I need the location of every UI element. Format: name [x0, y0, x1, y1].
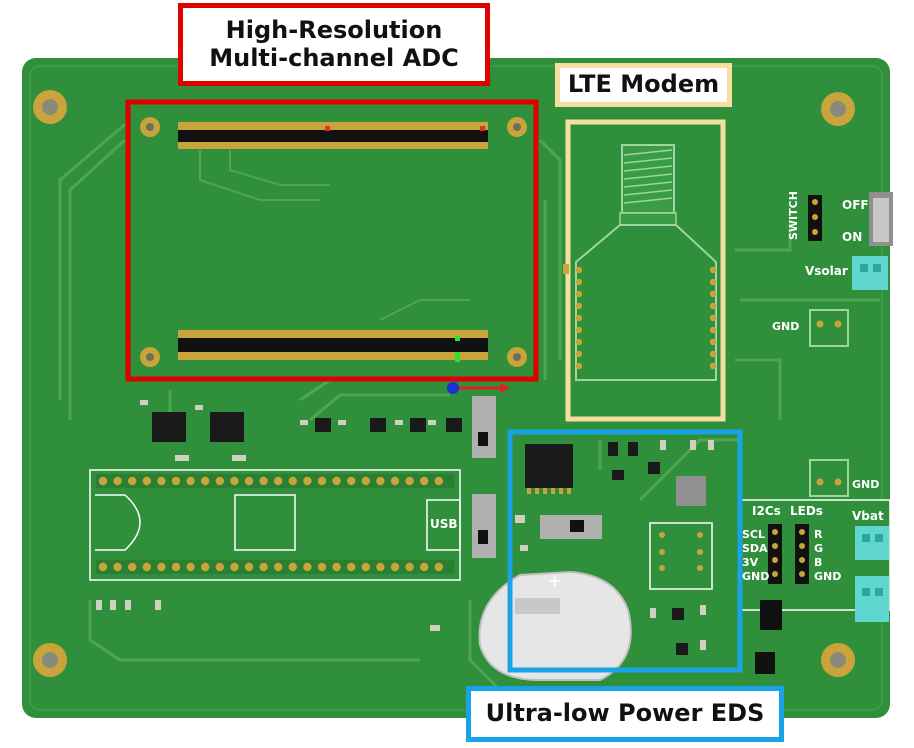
vbat-label: Vbat — [852, 509, 884, 523]
svg-text:R: R — [814, 528, 823, 541]
header-pin — [303, 562, 312, 572]
header-pin — [332, 562, 341, 572]
header-pin — [171, 562, 181, 572]
on-label: ON — [842, 230, 862, 244]
header-pin — [274, 476, 283, 486]
header-pin — [142, 476, 151, 486]
off-label: OFF — [842, 198, 869, 212]
smd-components — [96, 400, 462, 631]
header-pin — [215, 476, 224, 486]
header-pin — [230, 476, 239, 486]
header-pin — [405, 476, 414, 486]
usb-label: USB — [430, 517, 458, 531]
svg-text:G: G — [814, 542, 823, 555]
header-pin — [347, 562, 356, 572]
header-pin — [142, 562, 151, 572]
header-pin — [288, 562, 297, 572]
header-pin — [274, 562, 283, 572]
header-pin — [347, 476, 356, 486]
header-pin — [434, 562, 443, 572]
header-pin — [332, 476, 341, 486]
header-pin — [113, 562, 122, 572]
mcu-header: USB — [89, 469, 461, 581]
switch-label: SWITCH — [787, 191, 800, 240]
header-pin — [434, 476, 443, 486]
header-pin — [405, 562, 414, 572]
adc-header-top — [178, 122, 488, 149]
header-pin — [128, 562, 137, 572]
svg-text:GND: GND — [852, 478, 879, 491]
header-pin — [303, 476, 312, 486]
slide-switches — [472, 396, 602, 558]
header-pin — [317, 562, 327, 572]
header-pin — [361, 476, 370, 486]
adc-module — [125, 99, 539, 382]
header-pin — [317, 476, 327, 486]
eds-block — [507, 429, 743, 673]
eds-callout-text: Ultra-low Power EDS — [485, 699, 765, 728]
lte-modem — [563, 119, 726, 422]
header-pin — [259, 476, 268, 486]
lte-callout-text: LTE Modem — [567, 70, 720, 99]
i2cs-label: I2Cs — [752, 504, 781, 518]
origin-marker — [447, 382, 510, 394]
header-pin — [157, 562, 166, 572]
header-pin — [113, 476, 122, 486]
coin-cell-holder: + — [478, 570, 632, 681]
header-pin — [230, 562, 239, 572]
eds-frame — [507, 429, 743, 673]
header-pin — [390, 562, 400, 572]
adc-callout-line2: Multi-channel ADC — [209, 43, 459, 72]
lte-callout: LTE Modem — [555, 63, 732, 107]
header-pin — [201, 562, 210, 572]
header-pin — [98, 562, 108, 572]
leds-label: LEDs — [790, 504, 823, 518]
header-pin — [244, 476, 254, 486]
header-pin — [171, 476, 181, 486]
adc-callout: High-Resolution Multi-channel ADC — [178, 3, 490, 86]
header-pin — [420, 476, 429, 486]
header-pin — [186, 476, 195, 486]
pcb-traces — [58, 118, 880, 692]
svg-text:B: B — [814, 556, 822, 569]
svg-text:GND: GND — [814, 570, 841, 583]
vsolar-connector: Vsolar — [805, 256, 888, 290]
header-pin — [244, 562, 254, 572]
battery-plus: + — [548, 571, 561, 590]
adc-callout-line1: High-Resolution — [225, 15, 443, 44]
header-pin — [201, 476, 210, 486]
header-pin — [376, 562, 385, 572]
header-pin — [215, 562, 224, 572]
eds-callout: Ultra-low Power EDS — [466, 686, 784, 742]
header-pin — [420, 562, 429, 572]
header-pin — [98, 476, 108, 486]
header-pin — [390, 476, 400, 486]
gnd-connector-bottom: GND — [809, 459, 879, 497]
adc-header-bottom — [178, 330, 488, 362]
svg-text:SDA: SDA — [742, 542, 768, 555]
header-pin — [288, 476, 297, 486]
header-pin — [376, 476, 385, 486]
gnd-connector-top: GND — [772, 309, 849, 347]
svg-text:Vsolar: Vsolar — [805, 264, 848, 278]
header-pin — [157, 476, 166, 486]
svg-text:GND: GND — [772, 320, 799, 333]
header-pin — [128, 476, 137, 486]
svg-text:3V: 3V — [742, 556, 759, 569]
svg-text:SCL: SCL — [742, 528, 765, 541]
header-pin — [361, 562, 370, 572]
mounting-holes — [33, 90, 855, 677]
header-panel: I2Cs LEDs Vbat SCL SDA 3V GND R G B GND — [739, 499, 891, 674]
header-pin — [259, 562, 268, 572]
svg-text:GND: GND — [742, 570, 769, 583]
header-pin — [186, 562, 195, 572]
power-switch-area: SWITCH OFF ON — [787, 191, 893, 246]
